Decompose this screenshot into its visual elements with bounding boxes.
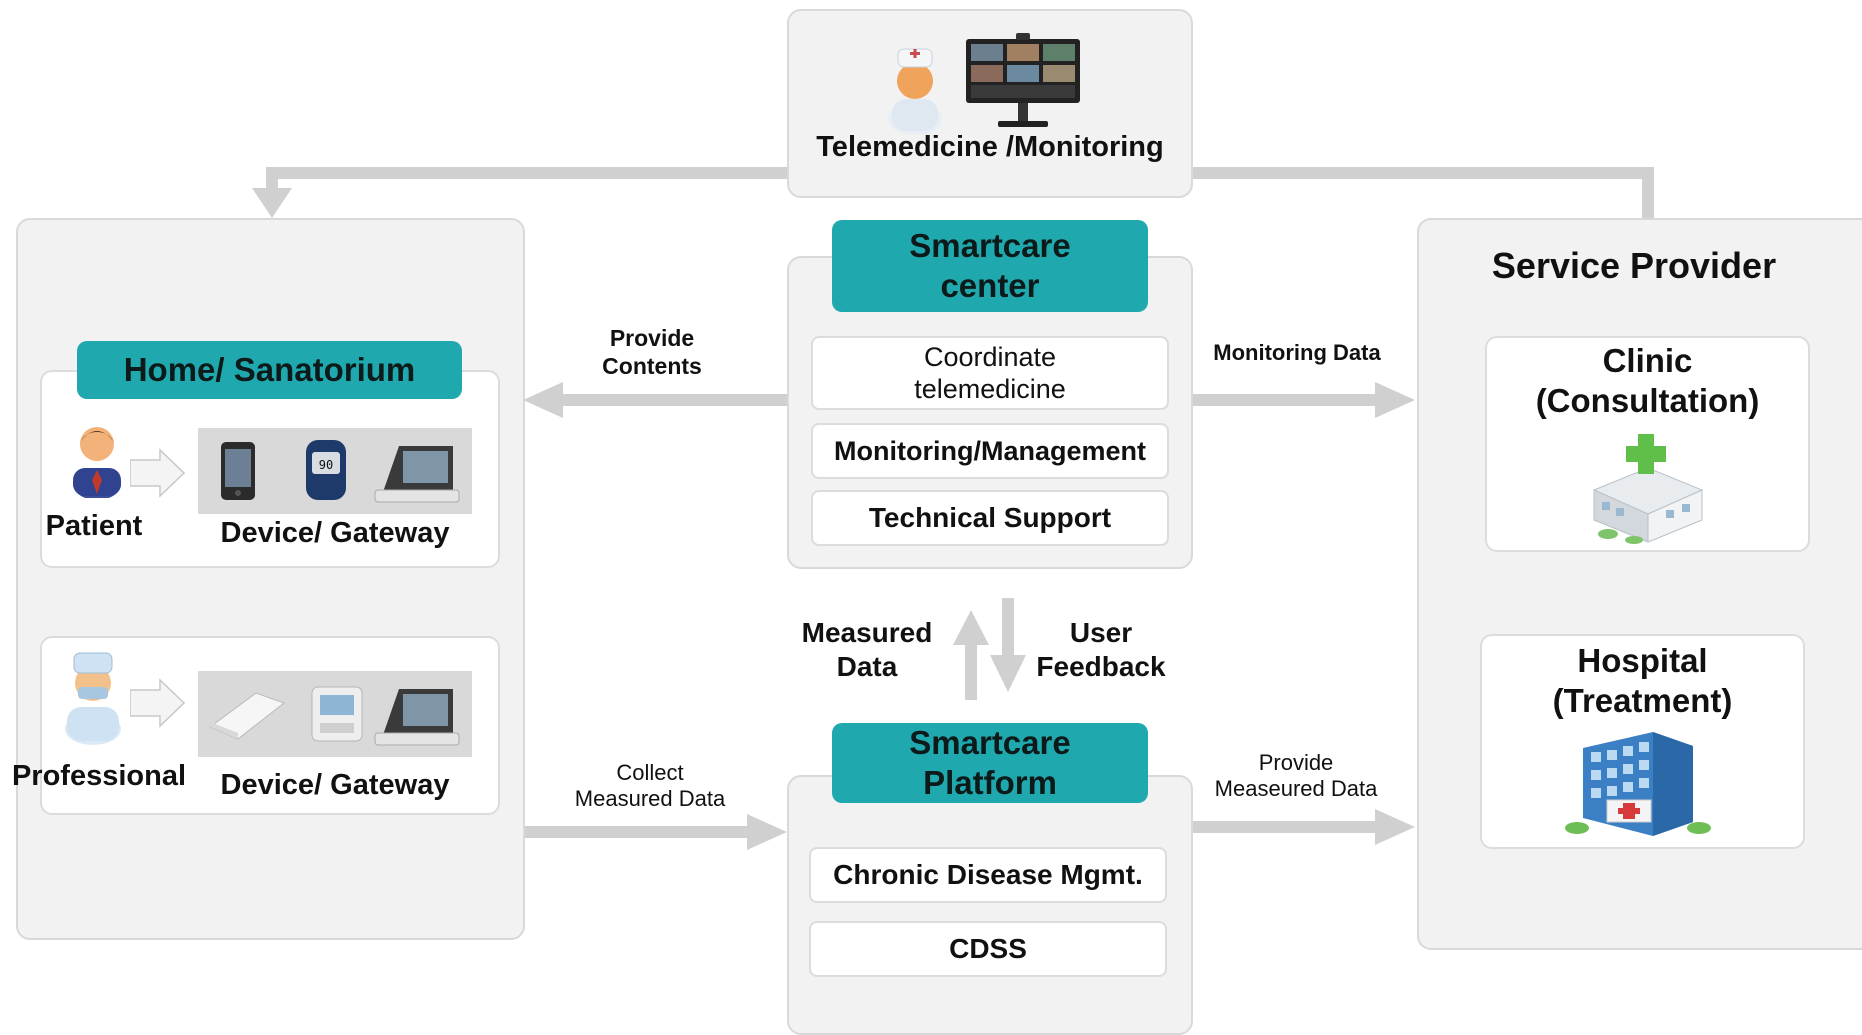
svg-text:90: 90 bbox=[319, 458, 333, 472]
service-provider-title: Service Provider bbox=[1491, 245, 1777, 286]
monitoring-data-label: Monitoring Data bbox=[1213, 340, 1381, 365]
smartcare-center-title: Smartcare center bbox=[832, 220, 1148, 312]
home-panel bbox=[16, 218, 525, 940]
glucometer-icon: 90 bbox=[306, 440, 346, 500]
analyzer-icon bbox=[311, 686, 363, 742]
clinic-label: Clinic (Consultation) bbox=[1535, 342, 1760, 419]
center-item-support: Technical Support bbox=[811, 490, 1169, 546]
platform-item-cdss: CDSS bbox=[809, 921, 1167, 977]
professional-label: Professional bbox=[11, 760, 187, 792]
professional-arrow-icon bbox=[130, 678, 185, 728]
measured-data-label: Measured Data bbox=[801, 617, 933, 682]
telemedicine-to-home-line bbox=[266, 167, 787, 198]
professional-icon bbox=[65, 652, 121, 745]
collect-measured-arrowhead bbox=[747, 814, 787, 850]
patient-label: Patient bbox=[45, 510, 143, 542]
telemedicine-to-home-arrowhead bbox=[252, 188, 292, 218]
telemedicine-label: Telemedicine /Monitoring bbox=[816, 131, 1164, 163]
telemedicine-to-provider-line bbox=[1193, 167, 1654, 220]
collect-measured-label: Collect Measured Data bbox=[574, 760, 726, 812]
center-item-coordinate: Coordinate telemedicine bbox=[811, 336, 1169, 410]
smartcare-platform-title: Smartcare Platform bbox=[832, 723, 1148, 803]
user-feedback-label: User Feedback bbox=[1036, 617, 1166, 682]
professional-device-label: Device/ Gateway bbox=[220, 769, 450, 801]
hospital-building-icon bbox=[1565, 732, 1711, 836]
user-feedback-arrowhead bbox=[990, 655, 1026, 692]
measured-data-arrowhead bbox=[953, 610, 989, 645]
patient-icon bbox=[73, 427, 121, 498]
gateway-terminal-icon-2 bbox=[374, 689, 460, 746]
patient-device-strip: 90 bbox=[198, 428, 472, 514]
clinic-building-icon bbox=[1592, 434, 1704, 544]
platform-item-chronic: Chronic Disease Mgmt. bbox=[809, 847, 1167, 903]
hospital-label: Hospital (Treatment) bbox=[1552, 642, 1733, 719]
provide-measured-arrowhead bbox=[1375, 809, 1415, 845]
provide-contents-arrowhead bbox=[523, 382, 563, 418]
smartcare-platform-panel bbox=[787, 775, 1193, 1035]
patient-device-label: Device/ Gateway bbox=[220, 517, 450, 549]
monitor-icon bbox=[966, 33, 1080, 127]
monitoring-data-arrowhead bbox=[1375, 382, 1415, 418]
gateway-terminal-icon bbox=[374, 446, 460, 503]
portable-device-icon bbox=[209, 692, 286, 740]
doctor-icon bbox=[888, 48, 942, 134]
smartphone-icon bbox=[221, 442, 255, 500]
center-item-monitoring: Monitoring/Management bbox=[811, 423, 1169, 479]
provide-measured-label: Provide Measeured Data bbox=[1214, 750, 1378, 802]
home-title: Home/ Sanatorium bbox=[77, 341, 462, 399]
provide-contents-label: Provide Contents bbox=[602, 325, 702, 379]
telemedicine-panel: Telemedicine /Monitoring bbox=[787, 9, 1193, 198]
professional-device-strip bbox=[198, 671, 472, 757]
patient-arrow-icon bbox=[130, 448, 185, 498]
